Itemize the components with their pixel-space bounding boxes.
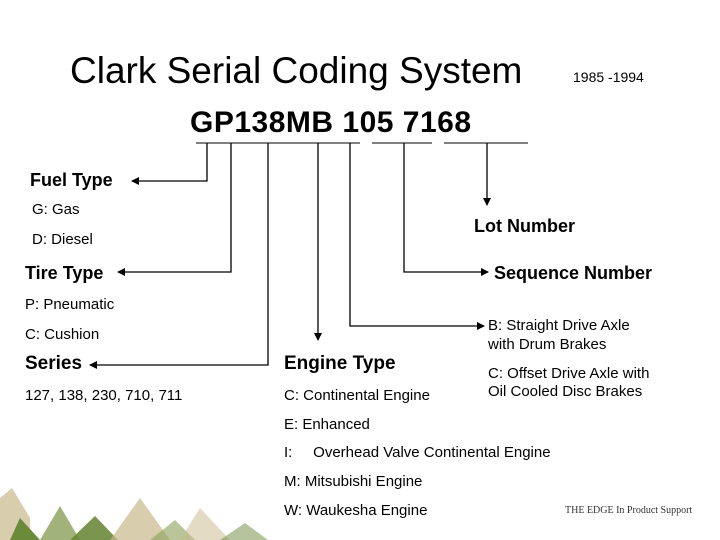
engine-option-mitsubishi: M: Mitsubishi Engine: [284, 473, 423, 490]
sequence-number-label: Sequence Number: [494, 263, 653, 283]
series-label: Series: [25, 353, 83, 374]
tire-type-label: Tire Type: [25, 263, 104, 283]
slide-title: Clark Serial Coding System: [70, 50, 523, 91]
tire-option-cushion: C: Cushion: [25, 326, 100, 343]
engine-option-waukesha: W: Waukesha Engine: [284, 502, 428, 519]
engine-option-enhanced: E: Enhanced: [284, 416, 370, 433]
engine-option-overhead-valve: I: Overhead Valve Continental Engine: [284, 444, 551, 461]
fuel-option-diesel: D: Diesel: [32, 231, 93, 248]
footer-brand: THE EDGE In Product Support: [565, 505, 693, 516]
series-values: 127, 138, 230, 710, 711: [25, 387, 183, 404]
engine-type-label: Engine Type: [284, 353, 396, 374]
brake-option-b-line2: with Drum Brakes: [488, 336, 607, 353]
serial-code: GP138MB 105 7168: [190, 106, 472, 139]
sequence-connector: [403, 143, 489, 276]
decorative-logo-graphic: [0, 488, 268, 540]
brake-connector: [349, 143, 485, 330]
lot-number-label: Lot Number: [474, 216, 575, 236]
fuel-type-label: Fuel Type: [30, 170, 113, 190]
brake-option-b-line1: B: Straight Drive Axle: [488, 317, 630, 334]
fuel-option-gas: G: Gas: [32, 201, 80, 218]
brake-option-c-line2: Oil Cooled Disc Brakes: [488, 383, 643, 400]
tire-option-pneumatic: P: Pneumatic: [25, 296, 115, 313]
year-range: 1985 -1994: [573, 69, 644, 85]
fuel-type-connector: [131, 143, 208, 185]
series-connector: [89, 143, 269, 369]
brake-option-c-line1: C: Offset Drive Axle with: [488, 365, 650, 382]
tire-type-connector: [117, 143, 232, 276]
engine-option-continental: C: Continental Engine: [284, 387, 430, 404]
